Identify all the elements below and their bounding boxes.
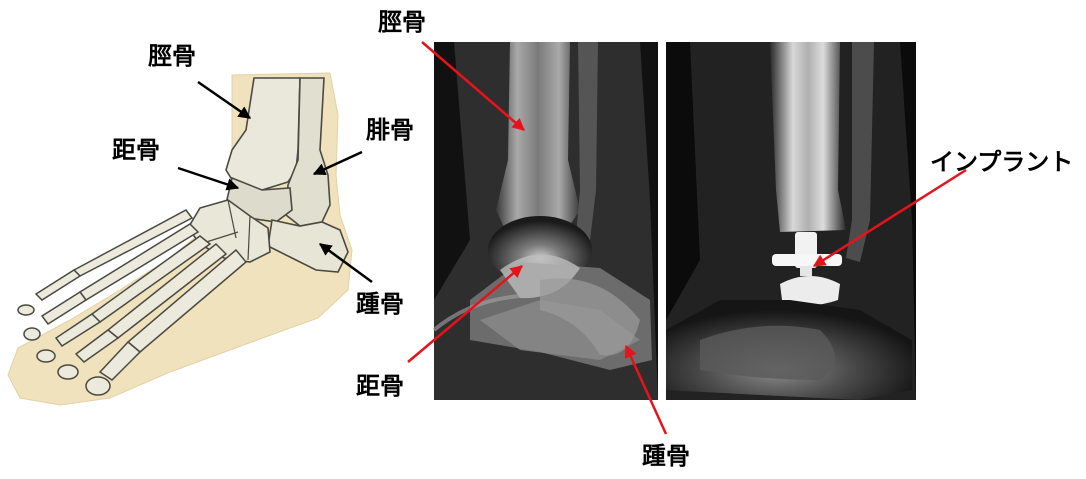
xray-preop xyxy=(434,42,658,400)
label-xray-calcaneus: 踵骨 xyxy=(642,444,690,468)
label-fibula: 腓骨 xyxy=(366,118,414,142)
label-xray-tibia: 脛骨 xyxy=(378,10,426,34)
label-tibia: 脛骨 xyxy=(148,44,196,68)
foot-illustration xyxy=(8,73,372,405)
label-xray-talus: 距骨 xyxy=(356,374,404,398)
label-implant: インプラント xyxy=(930,150,1073,174)
label-talus: 距骨 xyxy=(112,138,160,162)
xray-postop xyxy=(666,42,916,400)
label-calcaneus: 踵骨 xyxy=(356,292,404,316)
